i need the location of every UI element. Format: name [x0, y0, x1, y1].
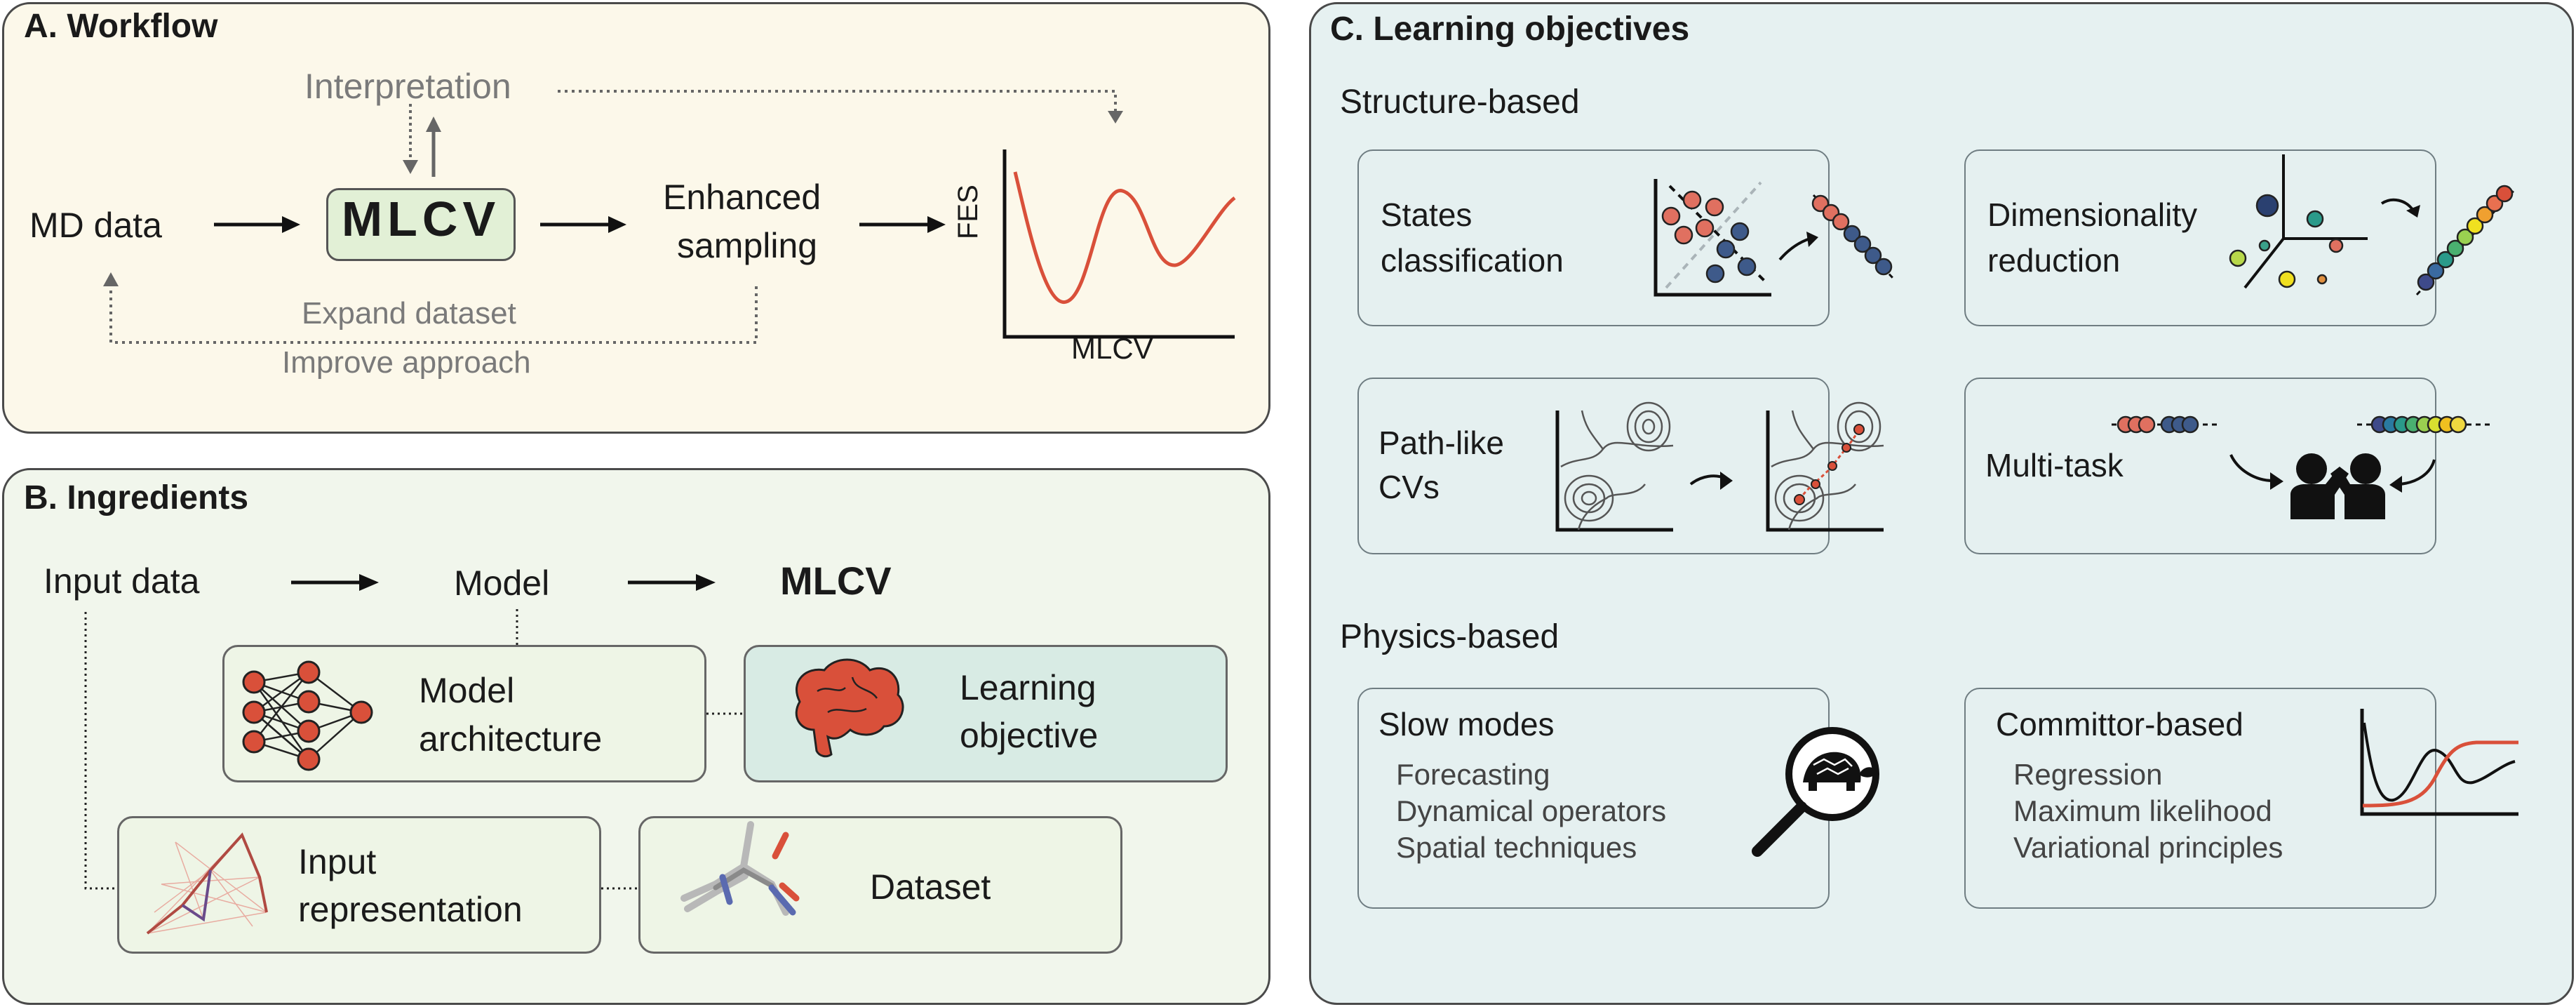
dimred-line1: Dimensionality	[1987, 196, 2198, 233]
fes-plot	[1002, 149, 1236, 339]
panel-b-graphics	[84, 574, 904, 935]
panel-workflow	[2, 2, 1270, 434]
slow-item-0: Forecasting	[1396, 758, 1550, 791]
mlcv-result-label: MLCV	[780, 559, 892, 603]
flow-arrow-sampling-to-fes	[859, 216, 946, 233]
panel-c-title: C. Learning objectives	[1330, 11, 1690, 48]
slow-item-2: Spatial techniques	[1396, 831, 1637, 864]
learning-objective-line1: Learning	[960, 668, 1096, 707]
panel-a-title: A. Workflow	[24, 8, 218, 45]
molecule-sticks-icon	[680, 821, 800, 916]
multi-task-icon	[2112, 415, 2494, 519]
committor-item-0: Regression	[2013, 758, 2163, 791]
dimensionality-reduction-icon	[2229, 154, 2516, 296]
fes-curve	[1013, 171, 1236, 304]
states-classification-box	[1357, 149, 1830, 326]
enhanced-sampling-line2: sampling	[677, 226, 818, 265]
states-line2: classification	[1381, 242, 1564, 279]
physics-based-heading: Physics-based	[1340, 618, 1559, 655]
arrow-model-to-mlcv	[628, 574, 716, 591]
dataset-label: Dataset	[870, 867, 991, 907]
states-line1: States	[1381, 196, 1473, 233]
input-representation-line2: representation	[298, 890, 523, 929]
feedback-loop-dotted	[103, 272, 758, 344]
interpretation-arrows	[403, 104, 441, 177]
mlcv-box	[326, 188, 516, 261]
molecule-graph-icon	[146, 832, 268, 935]
enhanced-sampling-line1: Enhanced	[663, 178, 821, 217]
multitask-label: Multi-task	[1985, 447, 2124, 484]
interpretation-to-fes-dotted	[558, 90, 1123, 124]
improve-approach-label: Improve approach	[282, 345, 531, 380]
magnifier-turtle-icon	[1752, 727, 1879, 857]
arrow-input-to-model	[291, 574, 379, 591]
committor-based-box	[1964, 688, 2436, 909]
structure-based-heading: Structure-based	[1340, 84, 1580, 121]
flow-arrow-md-to-mlcv	[214, 216, 300, 233]
committor-plot-icon	[2360, 709, 2518, 816]
committor-item-1: Maximum likelihood	[2013, 794, 2272, 827]
pathlike-line1: Path-like	[1378, 425, 1504, 461]
mlcv-box-label: MLCV	[341, 192, 501, 246]
md-data-label: MD data	[29, 206, 162, 245]
neural-network-icon	[242, 660, 373, 771]
panel-b-title: B. Ingredients	[24, 479, 249, 516]
learning-objective-line2: objective	[960, 716, 1099, 755]
panel-a-graphics	[103, 90, 1236, 344]
input-representation-line1: Input	[298, 842, 377, 881]
brain-icon	[795, 658, 904, 758]
slow-modes-title: Slow modes	[1378, 706, 1555, 742]
model-architecture-line2: architecture	[419, 719, 603, 759]
flow-arrow-mlcv-to-sampling	[540, 216, 626, 233]
path-like-cvs-box	[1357, 378, 1830, 554]
path-like-cvs-icon	[1555, 401, 1884, 532]
model-label: Model	[454, 563, 550, 603]
pathlike-line2: CVs	[1378, 469, 1440, 505]
committor-item-2: Variational principles	[2013, 831, 2283, 864]
expand-dataset-label: Expand dataset	[302, 296, 516, 331]
dimred-line2: reduction	[1987, 242, 2121, 279]
slow-item-1: Dynamical operators	[1396, 794, 1667, 827]
states-classification-icon	[1653, 179, 1896, 297]
input-data-label: Input data	[43, 561, 200, 601]
model-architecture-line1: Model	[419, 671, 515, 710]
committor-title: Committor-based	[1996, 706, 2243, 742]
ingredient-connectors	[84, 609, 744, 890]
interpretation-label: Interpretation	[304, 67, 511, 106]
